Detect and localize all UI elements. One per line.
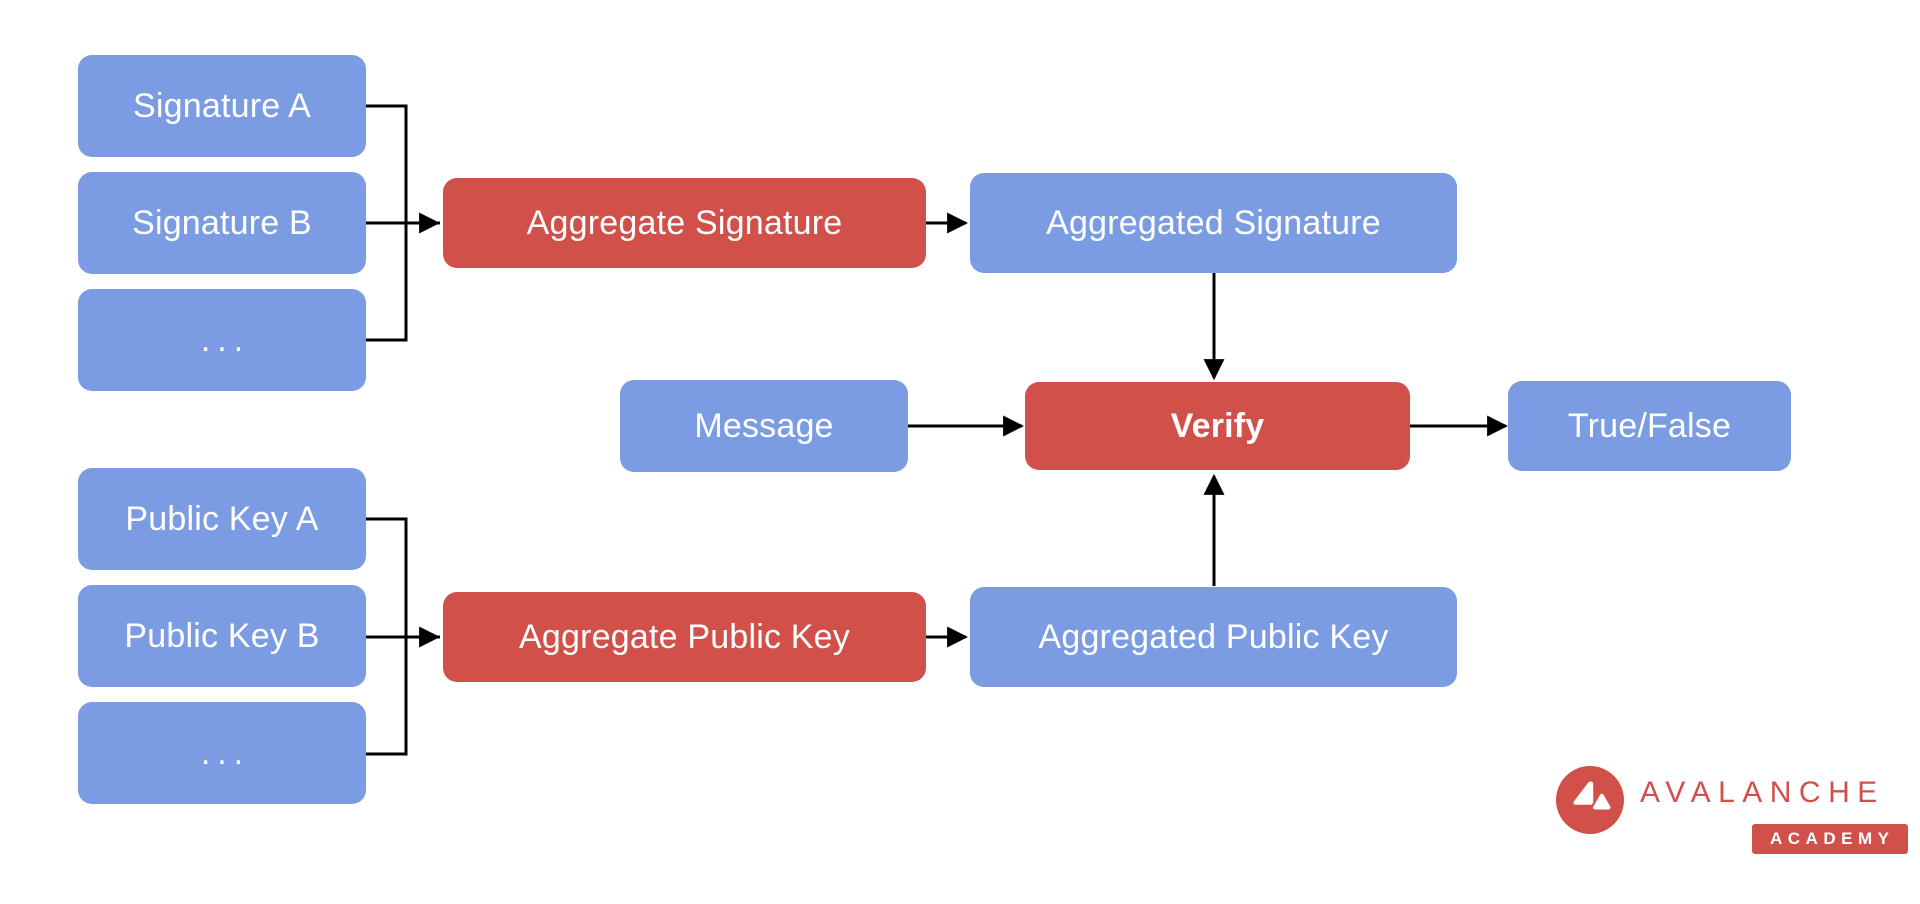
- node-public-key-a[interactable]: Public Key A: [78, 468, 366, 570]
- logo-wordmark: AVALANCHE: [1640, 776, 1885, 809]
- node-signature-more[interactable]: ...: [78, 289, 366, 391]
- node-aggregated-signature[interactable]: Aggregated Signature: [970, 173, 1457, 273]
- node-aggregate-public-key[interactable]: Aggregate Public Key: [443, 592, 926, 682]
- node-aggregated-public-key[interactable]: Aggregated Public Key: [970, 587, 1457, 687]
- node-public-key-b[interactable]: Public Key B: [78, 585, 366, 687]
- logo-academy-badge: ACADEMY: [1752, 824, 1909, 854]
- edge-signature-bus: [366, 104, 440, 342]
- node-signature-b[interactable]: Signature B: [78, 172, 366, 274]
- node-message[interactable]: Message: [620, 380, 908, 472]
- edge-public-key-bus: [366, 517, 440, 756]
- node-aggregate-signature[interactable]: Aggregate Signature: [443, 178, 926, 268]
- logo-academy-label: ACADEMY: [1770, 829, 1895, 848]
- node-public-key-more[interactable]: ...: [78, 702, 366, 804]
- node-verify[interactable]: Verify: [1025, 382, 1410, 470]
- node-true-false[interactable]: True/False: [1508, 381, 1791, 471]
- avalanche-academy-logo: AVALANCHE ACADEMY: [1556, 762, 1909, 860]
- node-signature-a[interactable]: Signature A: [78, 55, 366, 157]
- avalanche-triangle-icon: [1556, 766, 1624, 834]
